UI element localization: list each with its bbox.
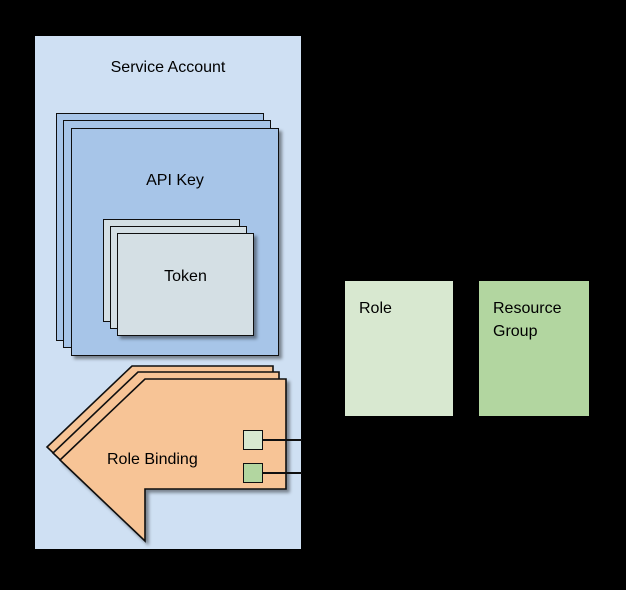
resource-group-connector-square[interactable] xyxy=(243,463,263,483)
role-binding-stack[interactable]: Role Binding xyxy=(45,365,287,543)
role-box[interactable]: Role xyxy=(345,281,453,416)
api-key-label: API Key xyxy=(146,172,204,189)
token-layer-front[interactable]: Token xyxy=(117,233,254,336)
role-binding-label: Role Binding xyxy=(107,451,198,468)
resource-group-label-line1: Resource xyxy=(493,300,562,317)
resource-group-connector-line xyxy=(262,472,302,474)
token-stack[interactable]: Token xyxy=(103,219,255,336)
role-label: Role xyxy=(359,300,392,317)
role-connector-square[interactable] xyxy=(243,430,263,450)
role-binding-arrow-front[interactable] xyxy=(58,378,287,543)
service-account-label: Service Account xyxy=(110,59,226,76)
resource-group-label-line2: Group xyxy=(493,323,538,340)
token-label: Token xyxy=(164,268,207,285)
resource-group-box[interactable]: Resource Group xyxy=(479,281,589,416)
role-connector-line xyxy=(262,439,302,441)
